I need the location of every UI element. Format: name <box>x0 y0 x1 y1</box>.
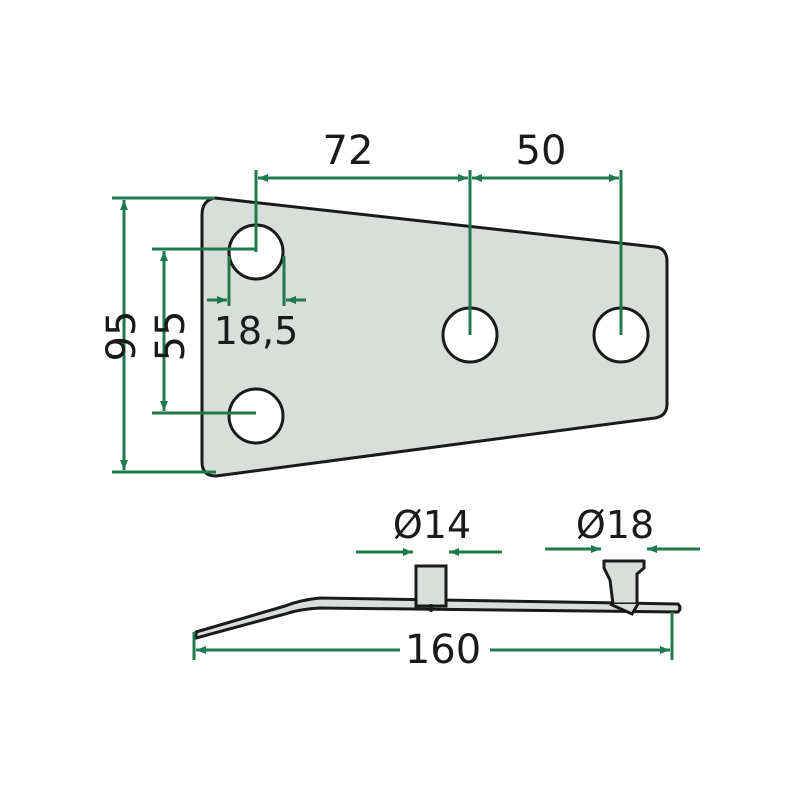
stud-large <box>602 559 646 606</box>
label-18-5: 18,5 <box>214 309 299 353</box>
plate-profile <box>194 596 682 640</box>
label-72: 72 <box>323 128 374 174</box>
hole-bottom-left <box>227 387 285 445</box>
plate-side-view <box>194 559 682 640</box>
label-50: 50 <box>516 128 567 174</box>
label-d18: Ø18 <box>576 503 654 547</box>
plate-outline <box>200 196 669 478</box>
dimension-lines-side <box>192 545 700 660</box>
label-160: 160 <box>405 627 481 673</box>
label-95: 95 <box>99 311 145 362</box>
dimension-lines-top <box>112 170 623 474</box>
label-55: 55 <box>148 311 194 362</box>
label-d14: Ø14 <box>393 503 471 547</box>
stud-small <box>414 564 448 608</box>
